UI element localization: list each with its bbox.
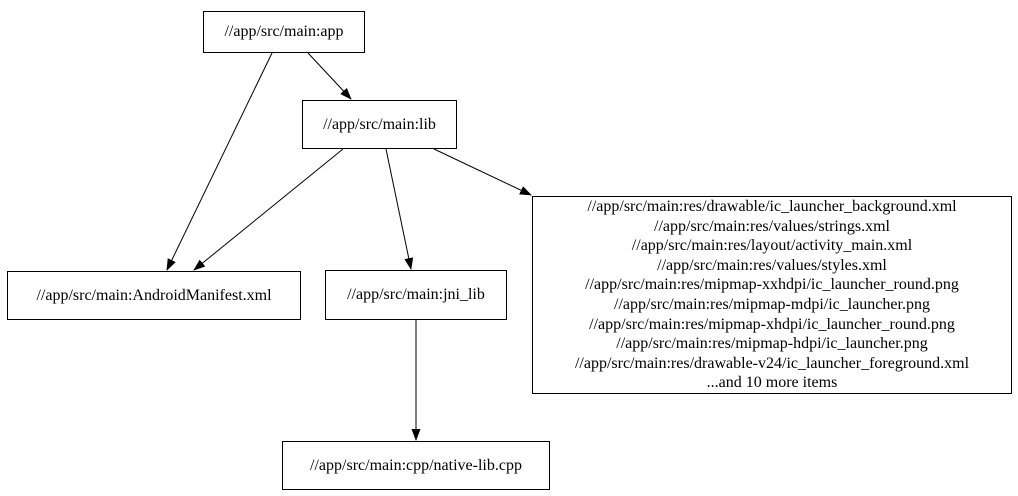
resource-line: //app/src/main:res/values/styles.xml: [657, 256, 887, 274]
node-jni-lib-label: //app/src/main:jni_lib: [347, 286, 485, 303]
edge-app-to-manifest: [166, 52, 273, 271]
resource-line: //app/src/main:res/mipmap-xhdpi/ic_launc…: [589, 315, 955, 333]
node-app-label: //app/src/main:app: [224, 23, 344, 40]
node-lib-label: //app/src/main:lib: [323, 115, 436, 133]
resource-line: //app/src/main:res/drawable/ic_launcher_…: [587, 198, 957, 216]
node-native-lib-cpp-label: //app/src/main:cpp/native-lib.cpp: [310, 456, 522, 474]
resource-line: //app/src/main:res/mipmap-mdpi/ic_launch…: [614, 296, 930, 313]
resource-line: //app/src/main:res/values/strings.xml: [654, 217, 890, 235]
edge-lib-to-resources: [433, 148, 532, 196]
resource-line: //app/src/main:res/drawable-v24/ic_launc…: [574, 354, 970, 372]
resource-more-items: ...and 10 more items: [706, 374, 838, 392]
node-resources-group: //app/src/main:res/drawable/ic_launcher_…: [532, 196, 1012, 394]
edge-app-to-lib: [307, 52, 352, 100]
resource-line: //app/src/main:res/mipmap-xxhdpi/ic_laun…: [585, 276, 959, 294]
node-lib: //app/src/main:lib: [302, 100, 457, 149]
node-android-manifest-label: //app/src/main:AndroidManifest.xml: [36, 286, 272, 304]
node-native-lib-cpp: //app/src/main:cpp/native-lib.cpp: [282, 441, 550, 490]
resource-line: //app/src/main:res/layout/activity_main.…: [631, 237, 913, 255]
resource-line: //app/src/main:res/mipmap-hdpi/ic_launch…: [616, 335, 928, 353]
edge-lib-to-manifest: [193, 148, 344, 271]
node-jni-lib: //app/src/main:jni_lib: [325, 270, 507, 320]
node-app: //app/src/main:app: [203, 11, 365, 53]
edge-lib-to-jni-lib: [385, 148, 414, 270]
node-android-manifest: //app/src/main:AndroidManifest.xml: [7, 271, 301, 320]
